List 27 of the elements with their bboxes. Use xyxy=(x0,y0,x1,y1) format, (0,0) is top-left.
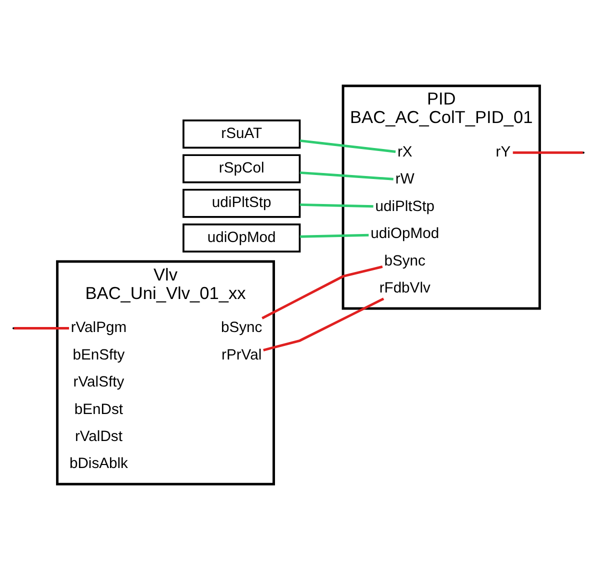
connector xyxy=(262,265,383,320)
node-text: bEnSfty xyxy=(72,347,125,364)
connector xyxy=(300,171,394,180)
node-text: rW xyxy=(395,172,414,188)
connector xyxy=(512,151,583,154)
node-text: bDisAblk xyxy=(69,456,128,472)
node-box: udiPltStp xyxy=(182,188,301,218)
connector xyxy=(300,139,396,153)
node-text: rFdbVlv xyxy=(379,280,430,297)
node-text: rValSfty xyxy=(73,374,124,391)
connector xyxy=(300,203,374,208)
node-text: rValDst xyxy=(74,428,122,445)
connector xyxy=(263,298,384,352)
node-text: rPrVal xyxy=(222,347,262,364)
node-text: bSync xyxy=(220,320,262,336)
node-text: rValPgm xyxy=(70,320,127,336)
node-text: rY xyxy=(496,144,511,160)
node-box: rSuAT xyxy=(182,120,301,149)
node-text: bSync xyxy=(384,253,426,270)
node-text: udiPltStp xyxy=(375,198,435,215)
node-box: rSpCol xyxy=(182,154,301,184)
connector xyxy=(14,327,70,330)
node-text: udiOpMod xyxy=(370,226,440,242)
connector xyxy=(300,234,369,238)
node-text: rX xyxy=(397,144,412,160)
node-box: udiOpMod xyxy=(182,223,301,253)
node-text: bEnDst xyxy=(74,402,124,418)
